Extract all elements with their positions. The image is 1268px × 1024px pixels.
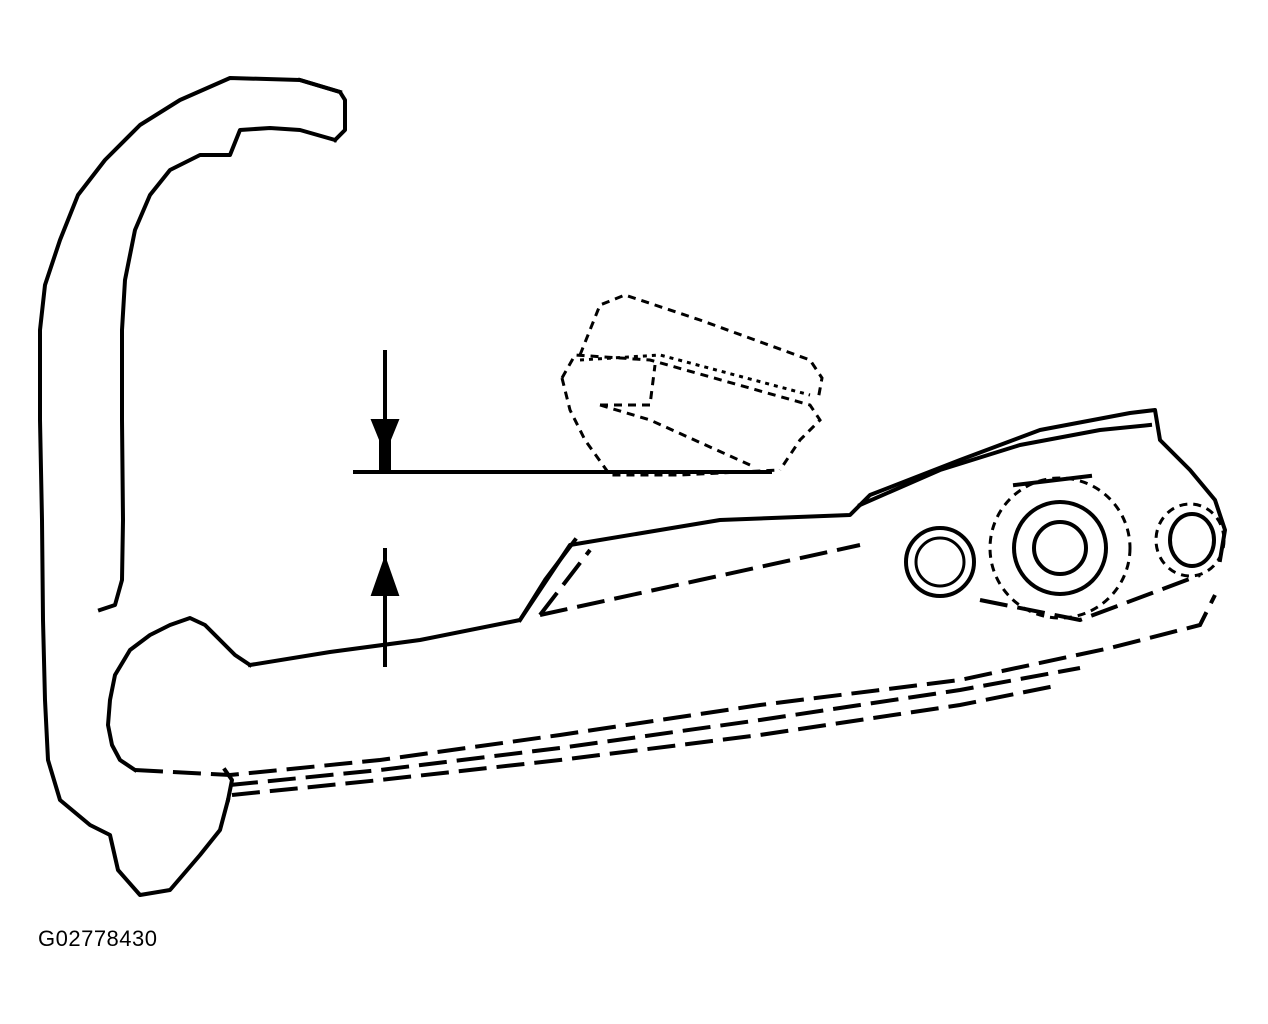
hook-bracket	[38, 76, 347, 897]
hook-bracket-outer-outline	[38, 76, 343, 897]
lever-arm-left-lobe	[106, 616, 253, 773]
bushing-left	[904, 526, 976, 598]
lever-arm-bottom-edge-1	[134, 594, 1217, 778]
lever-arm-bottom-base	[222, 767, 234, 803]
lever-arm-top-surface	[857, 422, 1153, 508]
bushing-right-outer	[1154, 502, 1226, 578]
dimension-arrow-bottom-head	[370, 554, 400, 596]
dimension-arrow-top	[370, 350, 400, 472]
bushing-left-inner	[914, 536, 966, 588]
lever-arm-right-lower	[979, 573, 1201, 623]
stopper-block-top	[578, 293, 824, 401]
stopper-block-ridge	[579, 353, 811, 397]
bushing-center	[988, 473, 1132, 620]
bushing-center-inner	[1032, 520, 1088, 576]
stopper-block-face	[599, 364, 751, 467]
hook-bracket-inner-outline	[97, 126, 338, 613]
bushing-left-outer	[904, 526, 976, 598]
dimension-arrow-bottom	[370, 548, 400, 667]
dimension-arrow-top-stem	[379, 440, 391, 470]
bushing-center-mid	[1012, 500, 1108, 596]
stopper-block	[560, 293, 824, 477]
hook-bracket-tip	[297, 77, 347, 143]
lever-arm-hidden-edge	[538, 543, 861, 617]
stopper-block-side	[560, 377, 781, 477]
bushing-right	[1154, 502, 1226, 578]
lever-arm-top-edge	[247, 408, 1227, 668]
lever-arm-bottom-edge-3	[231, 683, 1061, 797]
lever-arm	[106, 408, 1227, 803]
bushing-center-outer	[988, 476, 1132, 620]
figure-id-label: G02778430	[38, 926, 158, 951]
bushing-right-inner	[1168, 512, 1216, 568]
dimension-arrow-top-head	[370, 419, 400, 455]
lever-arm-notch	[517, 537, 578, 623]
stopper-block-front	[560, 353, 822, 471]
bushing-center-top-flat	[1012, 473, 1093, 488]
lever-arm-bottom-edge-2	[229, 666, 1081, 787]
